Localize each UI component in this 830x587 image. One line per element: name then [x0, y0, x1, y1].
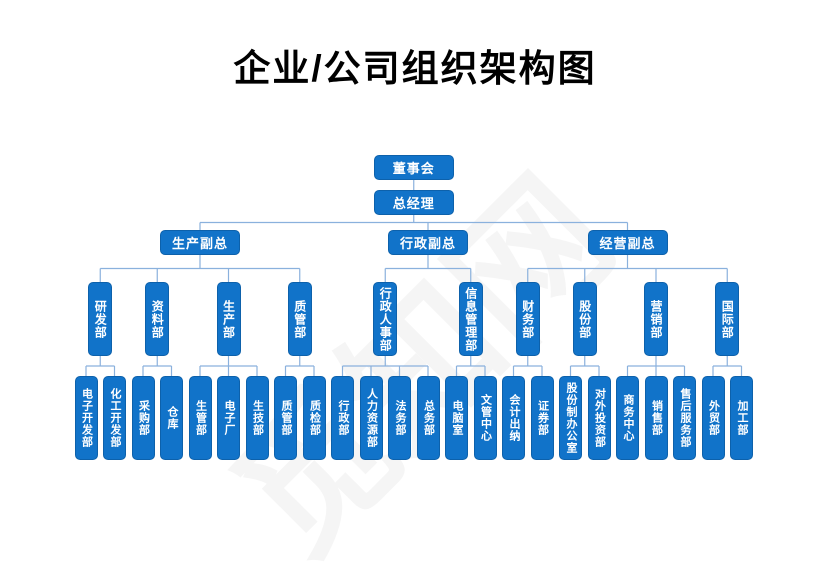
org-node: 股份制办公室 [559, 376, 582, 460]
org-node: 仓库 [160, 376, 183, 460]
org-node: 人力资源部 [359, 376, 383, 460]
org-node: 行政副总 [388, 230, 468, 255]
org-node: 质检部 [302, 376, 326, 460]
org-node: 行政人事部 [373, 282, 398, 356]
org-node: 经营副总 [587, 230, 668, 255]
org-node: 财务部 [515, 282, 540, 356]
org-node: 国际部 [715, 282, 740, 356]
org-node: 行政部 [331, 376, 354, 460]
org-node: 采购部 [131, 376, 155, 460]
org-node: 董事会 [373, 155, 454, 180]
org-node: 文管中心 [473, 376, 497, 460]
org-node: 电子开发部 [74, 376, 98, 460]
org-node: 生产部 [216, 282, 241, 356]
org-node: 质管部 [287, 282, 312, 356]
org-node: 生管部 [188, 376, 212, 460]
org-node: 化工开发部 [103, 376, 126, 460]
org-node: 总务部 [416, 376, 440, 460]
org-node: 对外投资部 [587, 376, 611, 460]
org-node: 商务中心 [616, 376, 639, 460]
page-title: 企业/公司组织架构图 [233, 48, 597, 89]
org-node: 证券部 [530, 376, 554, 460]
org-node: 加工部 [730, 376, 753, 460]
org-node: 研发部 [88, 282, 113, 356]
org-node: 生技部 [245, 376, 269, 460]
org-node: 营销部 [644, 282, 668, 356]
org-node: 电脑室 [445, 376, 468, 460]
org-node: 销售部 [644, 376, 668, 460]
org-node: 资料部 [145, 282, 170, 356]
org-node: 外贸部 [701, 376, 725, 460]
org-node: 质管部 [274, 376, 297, 460]
org-node: 股份部 [572, 282, 597, 356]
org-node: 法务部 [388, 376, 411, 460]
org-node: 生产副总 [160, 230, 240, 255]
org-node: 会计出纳 [502, 376, 525, 460]
org-node: 总经理 [373, 190, 454, 215]
org-node: 电子厂 [217, 376, 240, 460]
org-node: 售后服务部 [673, 376, 696, 460]
org-node: 信息管理部 [458, 282, 483, 356]
